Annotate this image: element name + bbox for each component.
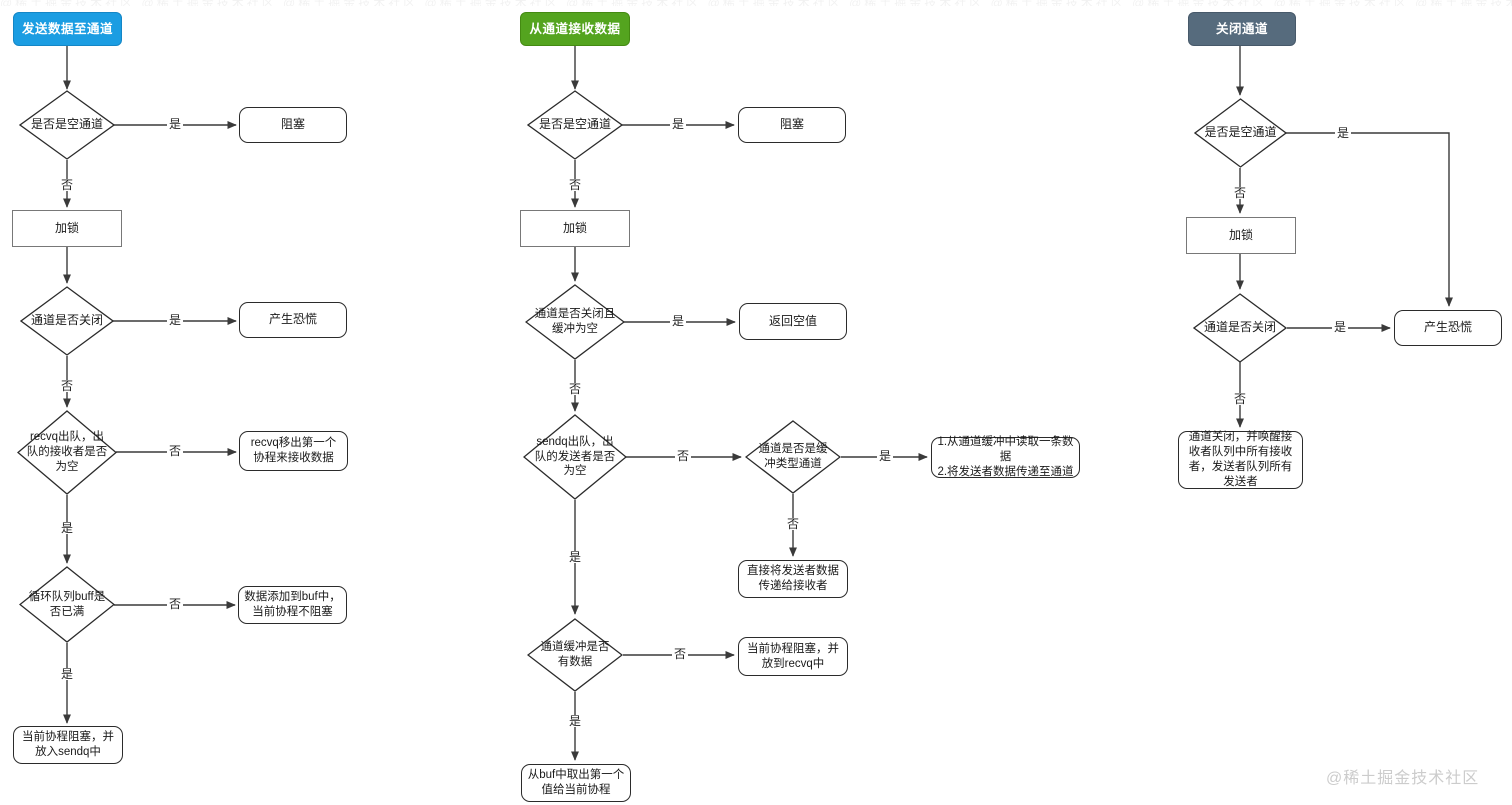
receive-decision-closed-buf-empty: 通道是否关闭且缓冲为空 bbox=[525, 284, 625, 360]
receive-buffered-steps-node: 1.从通道缓冲中读取一条数据 2.将发送者数据传递至通道 bbox=[931, 436, 1080, 478]
edge-label-yes: 是 bbox=[1334, 126, 1352, 140]
diamond-shape bbox=[527, 618, 623, 692]
close-decision-empty-channel-label: 是否是空通道 bbox=[1204, 125, 1277, 140]
diamond-shape bbox=[17, 410, 117, 495]
send-decision-buf-full-label: 循环队列buff是否已满 bbox=[28, 590, 106, 618]
edge-label-no: 否 bbox=[1231, 392, 1249, 406]
send-decision-buf-full: 循环队列buff是否已满 bbox=[19, 566, 115, 643]
receive-block-recvq-node: 当前协程阻塞，并放到recvq中 bbox=[738, 637, 848, 676]
edge-label-no: 否 bbox=[674, 449, 692, 463]
edge-label-no: 否 bbox=[166, 444, 184, 458]
edge-label-yes: 是 bbox=[58, 521, 76, 535]
send-decision-channel-closed-label: 通道是否关闭 bbox=[30, 313, 103, 328]
edge-label-no: 否 bbox=[566, 178, 584, 192]
close-decision-channel-closed-label: 通道是否关闭 bbox=[1203, 320, 1276, 335]
send-block-sendq-node: 当前协程阻塞，并放入sendq中 bbox=[13, 726, 123, 764]
diamond-shape bbox=[527, 90, 623, 160]
close-lock-node: 加锁 bbox=[1186, 217, 1296, 254]
edge-label-yes: 是 bbox=[566, 714, 584, 728]
receive-return-null-node: 返回空值 bbox=[739, 303, 847, 340]
receive-decision-sendq-dequeue: sendq出队，出队的发送者是否为空 bbox=[523, 414, 627, 500]
receive-block-node: 阻塞 bbox=[738, 107, 846, 143]
receive-decision-empty-channel-label: 是否是空通道 bbox=[538, 117, 611, 132]
diamond-shape bbox=[525, 284, 625, 360]
edge-label-yes: 是 bbox=[166, 313, 184, 327]
send-recvq-pop-node: recvq移出第一个协程来接收数据 bbox=[239, 431, 348, 471]
send-add-to-buf-node: 数据添加到buf中，当前协程不阻塞 bbox=[238, 586, 347, 624]
receive-lock-node: 加锁 bbox=[520, 210, 630, 247]
connector-elbow bbox=[1286, 132, 1453, 307]
edge-label-yes: 是 bbox=[1331, 320, 1349, 334]
close-decision-channel-closed: 通道是否关闭 bbox=[1193, 293, 1287, 363]
receive-decision-buf-has-data-label: 通道缓冲是否有数据 bbox=[540, 641, 610, 668]
receive-direct-pass-node: 直接将发送者数据传递给接收者 bbox=[738, 560, 848, 598]
diamond-shape bbox=[1193, 293, 1287, 363]
diamond-shape bbox=[523, 414, 627, 500]
edge-label-no: 否 bbox=[166, 597, 184, 611]
diamond-shape bbox=[1194, 98, 1287, 168]
diamond-shape bbox=[19, 566, 115, 643]
edge-label-yes: 是 bbox=[166, 117, 184, 131]
edge-label-yes: 是 bbox=[566, 550, 584, 564]
send-lock-node: 加锁 bbox=[12, 210, 122, 247]
edge-label-no: 否 bbox=[566, 382, 584, 396]
receive-decision-closed-buf-empty-label: 通道是否关闭且缓冲为空 bbox=[534, 308, 616, 335]
edge-label-no: 否 bbox=[58, 379, 76, 393]
edge-label-no: 否 bbox=[671, 647, 689, 661]
close-decision-empty-channel: 是否是空通道 bbox=[1194, 98, 1287, 168]
edge-label-no: 否 bbox=[784, 517, 802, 531]
edge-label-no: 否 bbox=[58, 178, 76, 192]
receive-decision-buffered-channel: 通道是否是缓冲类型通道 bbox=[745, 420, 841, 494]
send-start-node: 发送数据至通道 bbox=[13, 12, 122, 46]
receive-start-node: 从通道接收数据 bbox=[520, 12, 630, 46]
send-block-node: 阻塞 bbox=[239, 107, 347, 143]
edge-label-yes: 是 bbox=[669, 117, 687, 131]
send-decision-recvq-dequeue: recvq出队，出队的接收者是否为空 bbox=[17, 410, 117, 495]
edge-label-yes: 是 bbox=[876, 449, 894, 463]
edge-label-yes: 是 bbox=[58, 667, 76, 681]
close-panic-node: 产生恐慌 bbox=[1394, 310, 1502, 346]
diamond-shape bbox=[19, 90, 115, 160]
send-decision-empty-channel: 是否是空通道 bbox=[19, 90, 115, 160]
send-decision-channel-closed: 通道是否关闭 bbox=[20, 286, 114, 356]
receive-decision-buf-has-data: 通道缓冲是否有数据 bbox=[527, 618, 623, 692]
close-start-node: 关闭通道 bbox=[1188, 12, 1296, 46]
diamond-shape bbox=[20, 286, 114, 356]
edge-label-yes: 是 bbox=[669, 314, 687, 328]
watermark: @稀土掘金技术社区 bbox=[1326, 770, 1480, 787]
receive-decision-empty-channel: 是否是空通道 bbox=[527, 90, 623, 160]
close-wake-all-node: 通道关闭，并唤醒接收者队列中所有接收者，发送者队列所有发送者 bbox=[1178, 431, 1303, 489]
receive-decision-buffered-channel-label: 通道是否是缓冲类型通道 bbox=[758, 443, 828, 470]
send-decision-empty-channel-label: 是否是空通道 bbox=[30, 117, 103, 132]
clipped-watermark-strip: @稀土掘金技术社区 @稀土掘金技术社区 @稀土掘金技术社区 @稀土掘金技术社区 … bbox=[0, 0, 1512, 6]
edge-label-no: 否 bbox=[1231, 186, 1249, 200]
receive-decision-sendq-dequeue-label: sendq出队，出队的发送者是否为空 bbox=[534, 435, 616, 478]
send-panic-node: 产生恐慌 bbox=[239, 302, 347, 338]
receive-take-from-buf-node: 从buf中取出第一个值给当前协程 bbox=[521, 764, 631, 802]
send-decision-recvq-dequeue-label: recvq出队，出队的接收者是否为空 bbox=[26, 431, 108, 473]
diamond-shape bbox=[745, 420, 841, 494]
